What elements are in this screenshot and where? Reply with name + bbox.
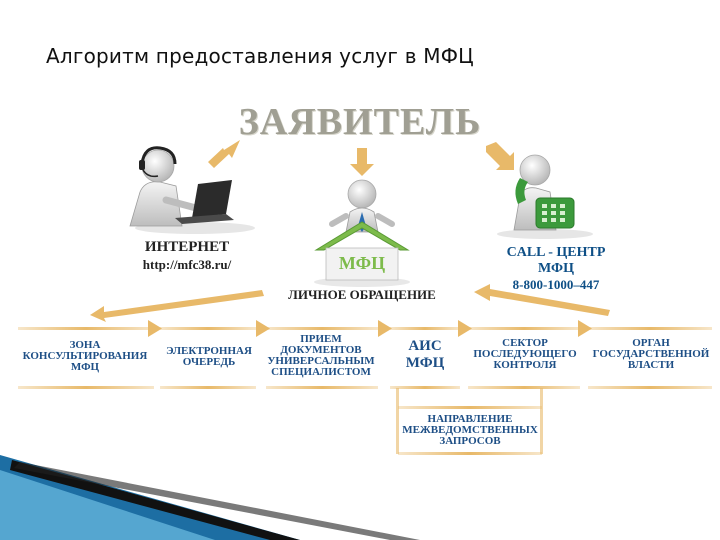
applicant-heading: ЗАЯВИТЕЛЬ <box>238 101 482 143</box>
internet-title: ИНТЕРНЕТ <box>144 239 230 255</box>
callcenter-subtitle: МФЦ <box>538 261 574 276</box>
internet-operator-figure <box>129 146 255 234</box>
stage-electronic-queue: ЭЛЕКТРОННАЯ ОЧЕРЕДЬ <box>166 345 252 368</box>
office-sign: МФЦ <box>338 253 386 273</box>
stage-ais-mfc: АИС МФЦ <box>405 338 445 372</box>
stage-document-intake: ПРИЕМ ДОКУМЕНТОВ УНИВЕРСАЛЬНЫМ СПЕЦИАЛИС… <box>267 333 375 378</box>
arrow-to-office <box>350 148 374 176</box>
arrow-to-callcenter <box>486 142 514 170</box>
callcenter-phone[interactable]: 8-800-1000–447 <box>512 277 600 292</box>
stage-follow-up-control: СЕКТОР ПОСЛЕДУЮЩЕГО КОНТРОЛЯ <box>473 337 577 371</box>
stage-row-bottom-lines <box>18 386 712 389</box>
stage-row-top-lines <box>18 320 712 337</box>
interagency-lines <box>396 388 543 455</box>
stage-government-authority: ОРГАН ГОСУДАРСТВЕННОЙ ВЛАСТИ <box>592 337 710 371</box>
callcenter-title: CALL - ЦЕНТР <box>506 245 606 260</box>
office-figure <box>314 179 410 287</box>
internet-url[interactable]: http://mfc38.ru/ <box>142 257 232 272</box>
stage-consultation-zone: ЗОНА КОНСУЛЬТИРОВАНИЯ МФЦ <box>22 339 148 373</box>
arrow-left-to-zone <box>90 290 264 322</box>
callcenter-figure <box>497 154 593 239</box>
personal-visit-caption: ЛИЧНОЕ ОБРАЩЕНИЕ <box>288 287 436 302</box>
arrow-right-from-callcenter <box>474 284 610 316</box>
page-title: Алгоритм предоставления услуг в МФЦ <box>46 44 474 68</box>
stage-interagency-requests: НАПРАВЛЕНИЕ МЕЖВЕДОМСТВЕННЫХ ЗАПРОСОВ <box>402 413 538 447</box>
arrow-to-internet <box>208 140 240 168</box>
